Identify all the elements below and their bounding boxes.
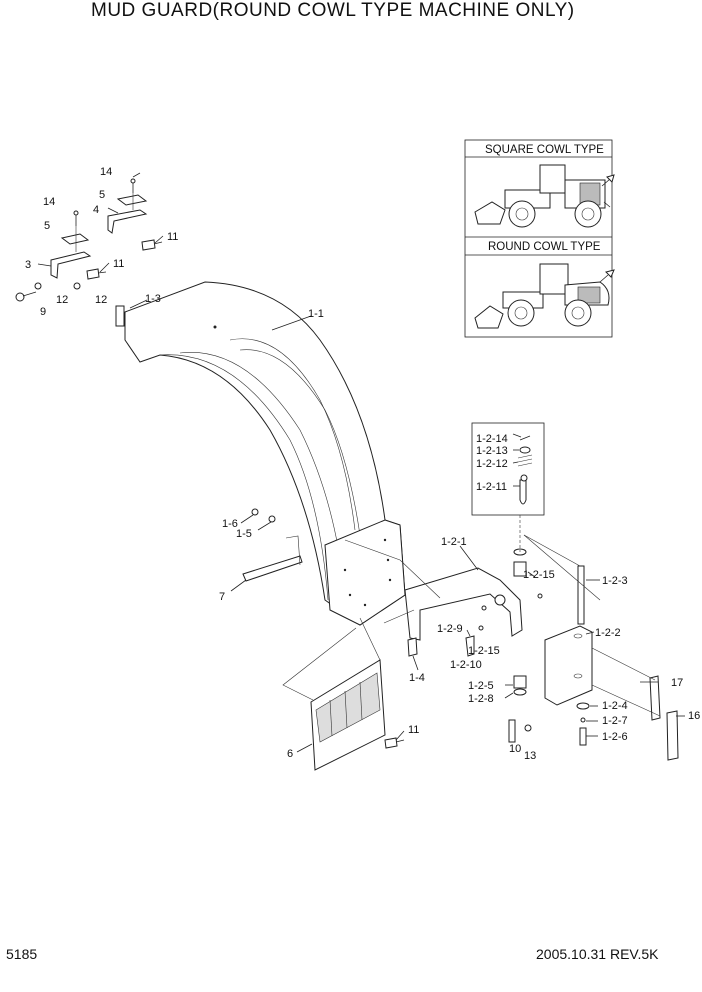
upper-bracket-assembly: [15, 178, 163, 302]
square-cowl-loader-illustration: [474, 164, 615, 228]
label-1-2-12: 1-2-12: [476, 458, 508, 470]
label-1-2-15-lower: 1-2-15: [468, 645, 500, 657]
round-cowl-loader-illustration: [474, 263, 615, 329]
label-1-6: 1-6: [222, 518, 238, 530]
label-1-4: 1-4: [409, 672, 425, 684]
label-11-lower: 11: [408, 724, 419, 736]
revision-date: 2005.10.31 REV.5K: [536, 946, 659, 962]
label-1-2-2: 1-2-2: [595, 627, 621, 639]
label-1-2-6: 1-2-6: [602, 731, 628, 743]
label-1-2-3: 1-2-3: [602, 575, 628, 587]
label-5-top: 5: [99, 189, 105, 201]
label-9: 9: [40, 306, 46, 318]
label-17: 17: [671, 677, 683, 689]
page-number: 5185: [6, 946, 38, 962]
cowl-type-inset: SQUARE COWL TYPE ROUND COWL TYPE: [464, 139, 615, 338]
label-4: 4: [93, 204, 99, 216]
pin-detail-box: [471, 422, 545, 516]
label-1-2-15-upper: 1-2-15: [523, 569, 555, 581]
label-1-2-4: 1-2-4: [602, 700, 628, 712]
label-1-3: 1-3: [145, 293, 161, 305]
label-1-2-10: 1-2-10: [450, 659, 482, 671]
label-1-2-7: 1-2-7: [602, 715, 628, 727]
leader-lines: [37, 172, 685, 753]
label-14-left: 14: [43, 196, 55, 208]
label-12-right: 12: [95, 294, 107, 306]
page-title: MUD GUARD(ROUND COWL TYPE MACHINE ONLY): [91, 0, 575, 21]
mud-flap: [310, 659, 405, 771]
label-1-2-5: 1-2-5: [468, 680, 494, 692]
label-1-2-8: 1-2-8: [468, 693, 494, 705]
label-14-top: 14: [100, 166, 112, 178]
round-cowl-label: ROUND COWL TYPE: [488, 241, 601, 253]
label-1-2-1: 1-2-1: [441, 536, 467, 548]
label-1-2-13: 1-2-13: [476, 445, 508, 457]
bracket-1-2-1: [404, 567, 523, 657]
label-11-left: 11: [113, 258, 124, 270]
label-7: 7: [219, 591, 225, 603]
label-1-5: 1-5: [236, 528, 252, 540]
label-5-left: 5: [44, 220, 50, 232]
part-labels: 14 5 4 11 14 5 3 11 12 12 9 1-3 1-1 1-6 …: [25, 166, 700, 762]
square-cowl-label: SQUARE COWL TYPE: [485, 144, 604, 156]
label-1-2-9: 1-2-9: [437, 623, 463, 635]
fender-main: [115, 281, 406, 626]
bracket-1-2-2: [544, 565, 593, 746]
label-3: 3: [25, 259, 31, 271]
label-13: 13: [524, 750, 536, 762]
label-12-left: 12: [56, 294, 68, 306]
label-1-1: 1-1: [308, 308, 324, 320]
label-11-top: 11: [167, 231, 178, 243]
label-1-2-11: 1-2-11: [476, 481, 507, 493]
label-6: 6: [287, 748, 293, 760]
label-16: 16: [688, 710, 700, 722]
label-1-2-14: 1-2-14: [476, 433, 508, 445]
label-10: 10: [509, 743, 521, 755]
